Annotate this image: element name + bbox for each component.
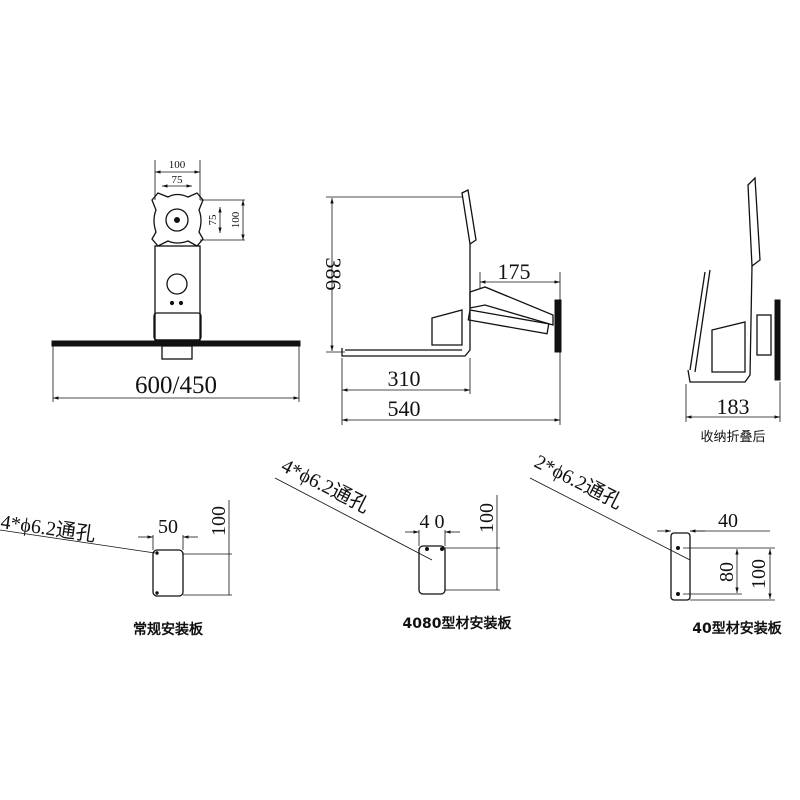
- clamp: [161, 345, 193, 360]
- vesa-center-ring: [165, 208, 189, 232]
- plate2-width: 4 0: [420, 511, 445, 533]
- plate2-caption: 4080型材安装板: [403, 615, 513, 632]
- dim-shelf-width: 600/450: [135, 372, 217, 399]
- plate1-height: 100: [208, 506, 230, 536]
- dim-folded-depth: 183: [717, 394, 750, 419]
- dim-vesa-inner-width: 75: [172, 174, 184, 186]
- mount-plate-standard: 4*ϕ6.2通孔 50 100 常规安装板: [0, 500, 232, 638]
- plate3-caption: 40型材安装板: [692, 620, 782, 637]
- column: [154, 245, 201, 341]
- wall-mount-plate: [554, 299, 562, 353]
- vesa-center-hole: [174, 217, 180, 223]
- monitor-plate-side: [461, 189, 477, 246]
- plate3-hole-note: 2*ϕ6.2通孔: [531, 450, 627, 514]
- plate1-width: 50: [158, 516, 178, 538]
- plate3-width: 40: [718, 510, 738, 532]
- dim-height: 386: [321, 258, 346, 291]
- dim-total-depth: 540: [388, 396, 421, 421]
- plate1-caption: 常规安装板: [133, 621, 204, 638]
- folded-caption: 收纳折叠后: [700, 429, 765, 444]
- plate3-hole-spacing: 80: [716, 562, 738, 582]
- wall-mount-folded: [774, 299, 781, 381]
- side-view: 386 175 310 540: [321, 189, 562, 425]
- dim-tray-depth: 310: [388, 366, 421, 391]
- bracket-side: [431, 309, 463, 346]
- folded-view: 183 收纳折叠后: [685, 176, 781, 444]
- vesa-plate: [151, 192, 204, 247]
- dim-vesa-outer-width: 100: [169, 159, 186, 171]
- dim-vesa-inner-height: 75: [207, 214, 219, 226]
- keyboard-shelf: [51, 340, 301, 347]
- dim-vesa-outer-height: 100: [230, 211, 242, 228]
- monitor-plate-folded: [747, 176, 761, 268]
- bracket: [153, 312, 202, 341]
- plate1-hole-note: 4*ϕ6.2通孔: [0, 510, 97, 546]
- mount-plate-40: 2*ϕ6.2通孔 40 80 100 40型材安装板: [529, 450, 783, 637]
- plate2-hole-note: 4*ϕ6.2通孔: [278, 454, 374, 518]
- front-view: 100 75 75 100 600/450: [51, 159, 301, 402]
- dim-arm-length: 175: [498, 259, 531, 284]
- column-knob: [166, 273, 188, 295]
- arm: [469, 286, 554, 326]
- arm-folded: [756, 314, 772, 356]
- mount-plate-4080: 4*ϕ6.2通孔 4 0 100 4080型材安装板: [274, 454, 513, 632]
- plate3-height: 100: [748, 559, 770, 589]
- plate2-height: 100: [476, 503, 498, 533]
